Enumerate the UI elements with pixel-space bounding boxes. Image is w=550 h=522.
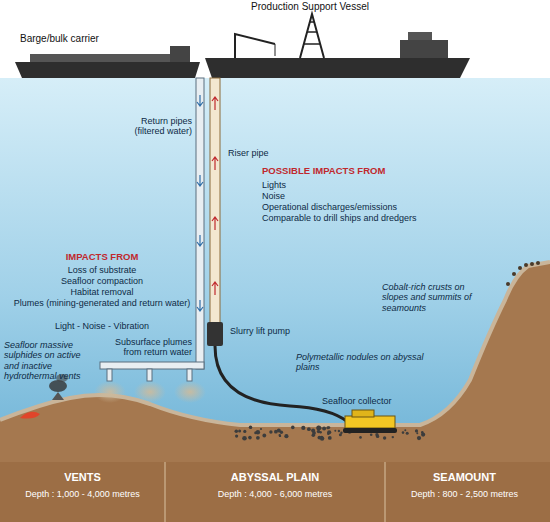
return-pipe [100,362,204,369]
ocean [0,78,550,522]
vent-smoke [49,380,67,392]
label: Depth : 1,000 - 4,000 metres [0,489,165,499]
barge [15,46,200,78]
label: Comparable to drill ships and dredgers [262,213,482,223]
label: Seafloor compaction [12,276,192,286]
label: Subsurface plumes from return water [100,337,192,358]
production-support-vessel [205,14,470,78]
label: Barge/bulk carrier [20,33,140,45]
label: Cobalt-rich crusts on slopes and summits… [382,282,484,313]
label: IMPACTS FROM [12,252,192,263]
label: POSSIBLE IMPACTS FROM [262,166,482,177]
label: Operational discharges/emissions [262,202,482,212]
label: Light - Noise - Vibration [12,321,192,331]
cobalt-crust [506,261,540,286]
nodules [235,426,426,441]
flow-arrows [212,97,218,295]
label: ABYSSAL PLAIN [165,471,385,484]
label: Habitat removal [12,287,192,297]
slurry-lift-pump [207,322,223,346]
label: Seafloor collector [322,396,432,406]
label: Noise [262,191,482,201]
seabed-surface [0,262,550,425]
label: Depth : 800 - 2,500 metres [382,489,547,499]
label: Plumes (mining-generated and return wate… [12,298,192,308]
section-band [0,462,550,522]
return-pipe [196,78,204,369]
label: Depth : 4,000 - 6,000 metres [165,489,385,499]
label: Polymetallic nodules on abyssal plains [296,352,426,373]
label: VENTS [0,471,165,484]
riser-pipe [210,78,220,324]
lava [20,412,40,419]
outlet-pipe [107,369,192,381]
label: SEAMOUNT [382,471,547,484]
label: Production Support Vessel [230,1,390,13]
label: Return pipes (filtered water) [118,116,192,137]
divider [165,462,166,522]
flow-arrows [197,95,203,311]
divider [385,462,386,522]
vent-chimney [52,392,64,400]
plume [94,381,206,403]
seabed [0,262,550,522]
label: Loss of substrate [12,265,192,275]
label: Slurry lift pump [230,326,310,336]
label: Seafloor massive sulphides on active and… [4,340,96,381]
label: Riser pipe [228,148,308,158]
label: Lights [262,180,482,190]
seafloor-collector [343,410,397,433]
